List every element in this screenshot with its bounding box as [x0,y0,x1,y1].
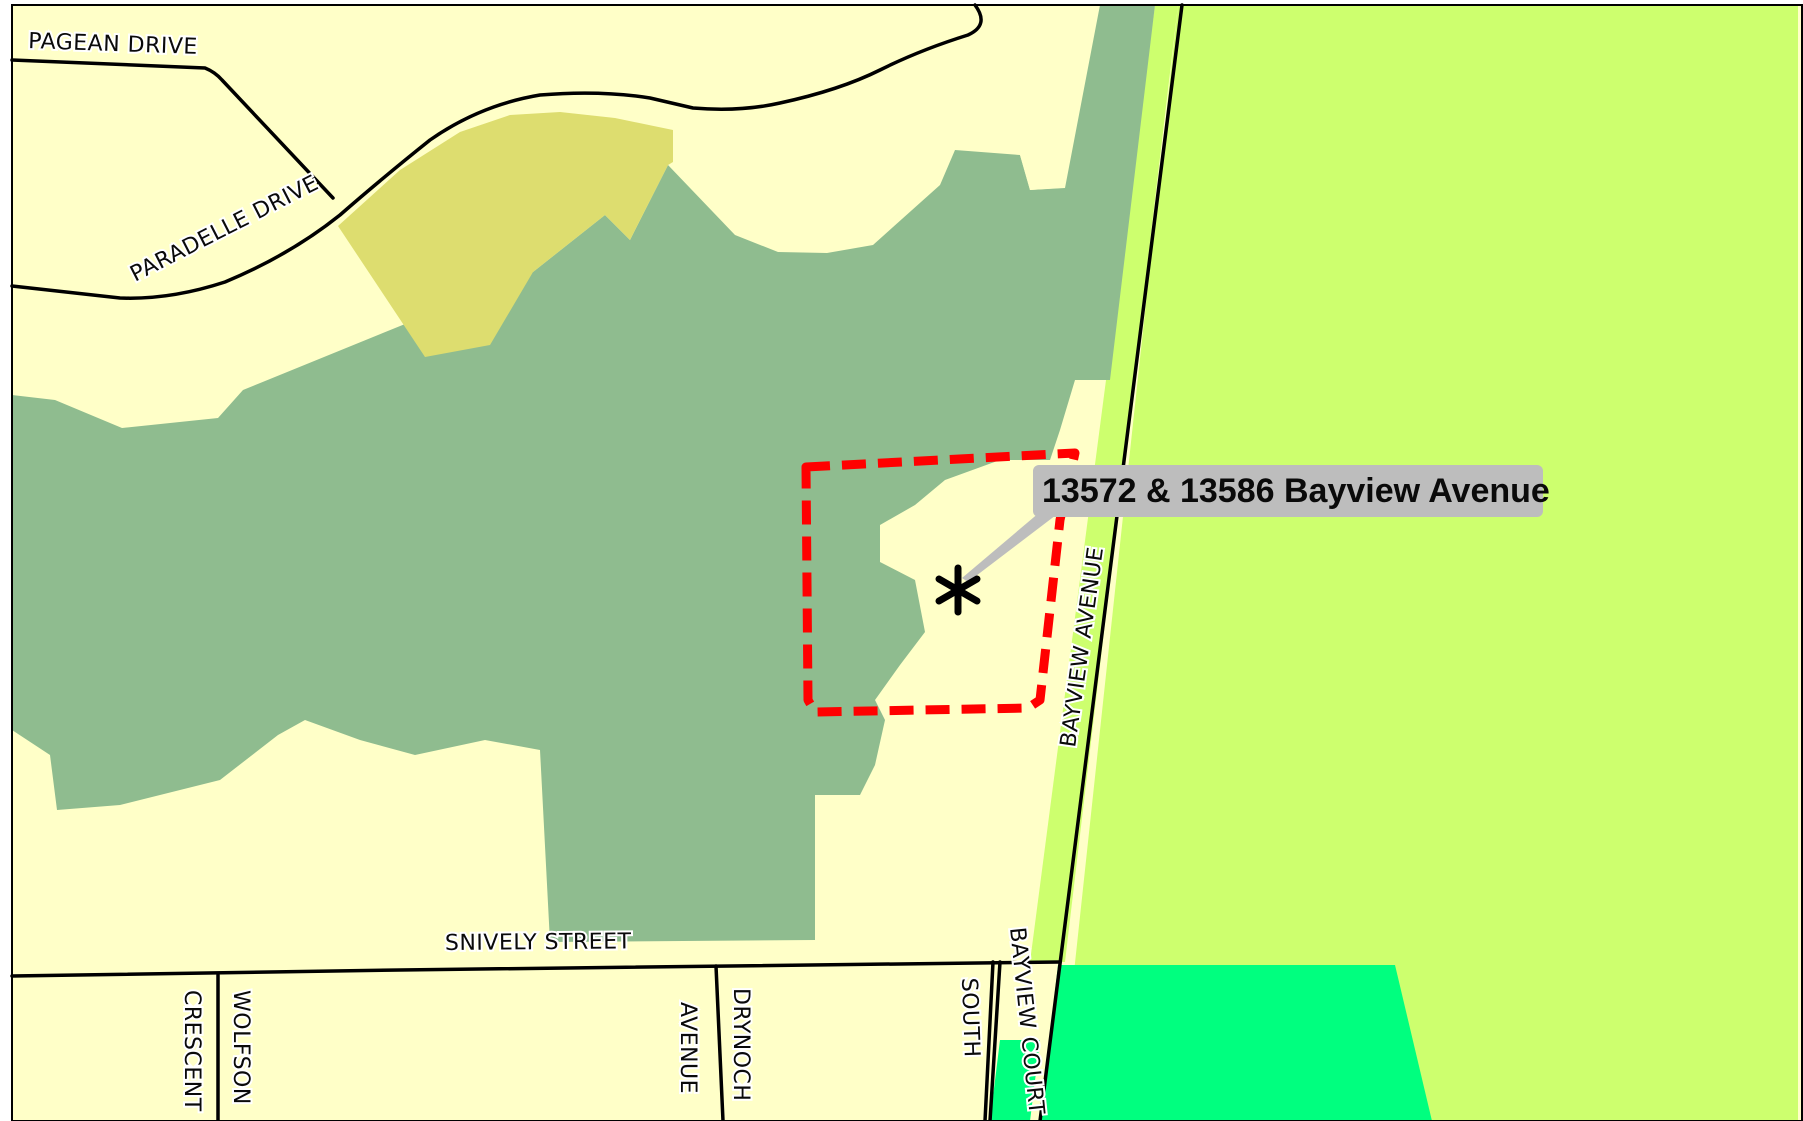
paradelle-drive-road [10,3,983,300]
snively-street-road [10,960,1062,978]
snively-street-label: SNIVELY STREET [445,929,632,956]
open-space-area [338,112,673,357]
agricultural-area [1058,5,1798,1121]
subject-site-boundary [801,448,1080,717]
south-label: SOUTH [956,977,984,1058]
commercial-area [1040,965,1432,1121]
callout-leader [962,512,1060,582]
commercial-strip [990,1040,1040,1121]
bayview-court-road [988,960,1002,1121]
subject-site-label: 13572 & 13586 Bayview Avenue [1042,472,1550,510]
pagean-drive-road [10,58,335,200]
crescent-label: CRESCENT [179,990,204,1112]
south-road [983,960,995,1121]
avenue-label: AVENUE [675,1002,700,1094]
drynoch-label: DRYNOCH [728,988,753,1101]
subject-site-callout [1033,465,1543,517]
drynoch-avenue-road [714,964,725,1121]
asterisk-icon [935,564,981,616]
bayview-avenue-road [1038,3,1184,1121]
wolfson-label: WOLFSON [228,990,253,1105]
residential-pocket [1020,150,1065,190]
map-frame [11,4,1803,1121]
